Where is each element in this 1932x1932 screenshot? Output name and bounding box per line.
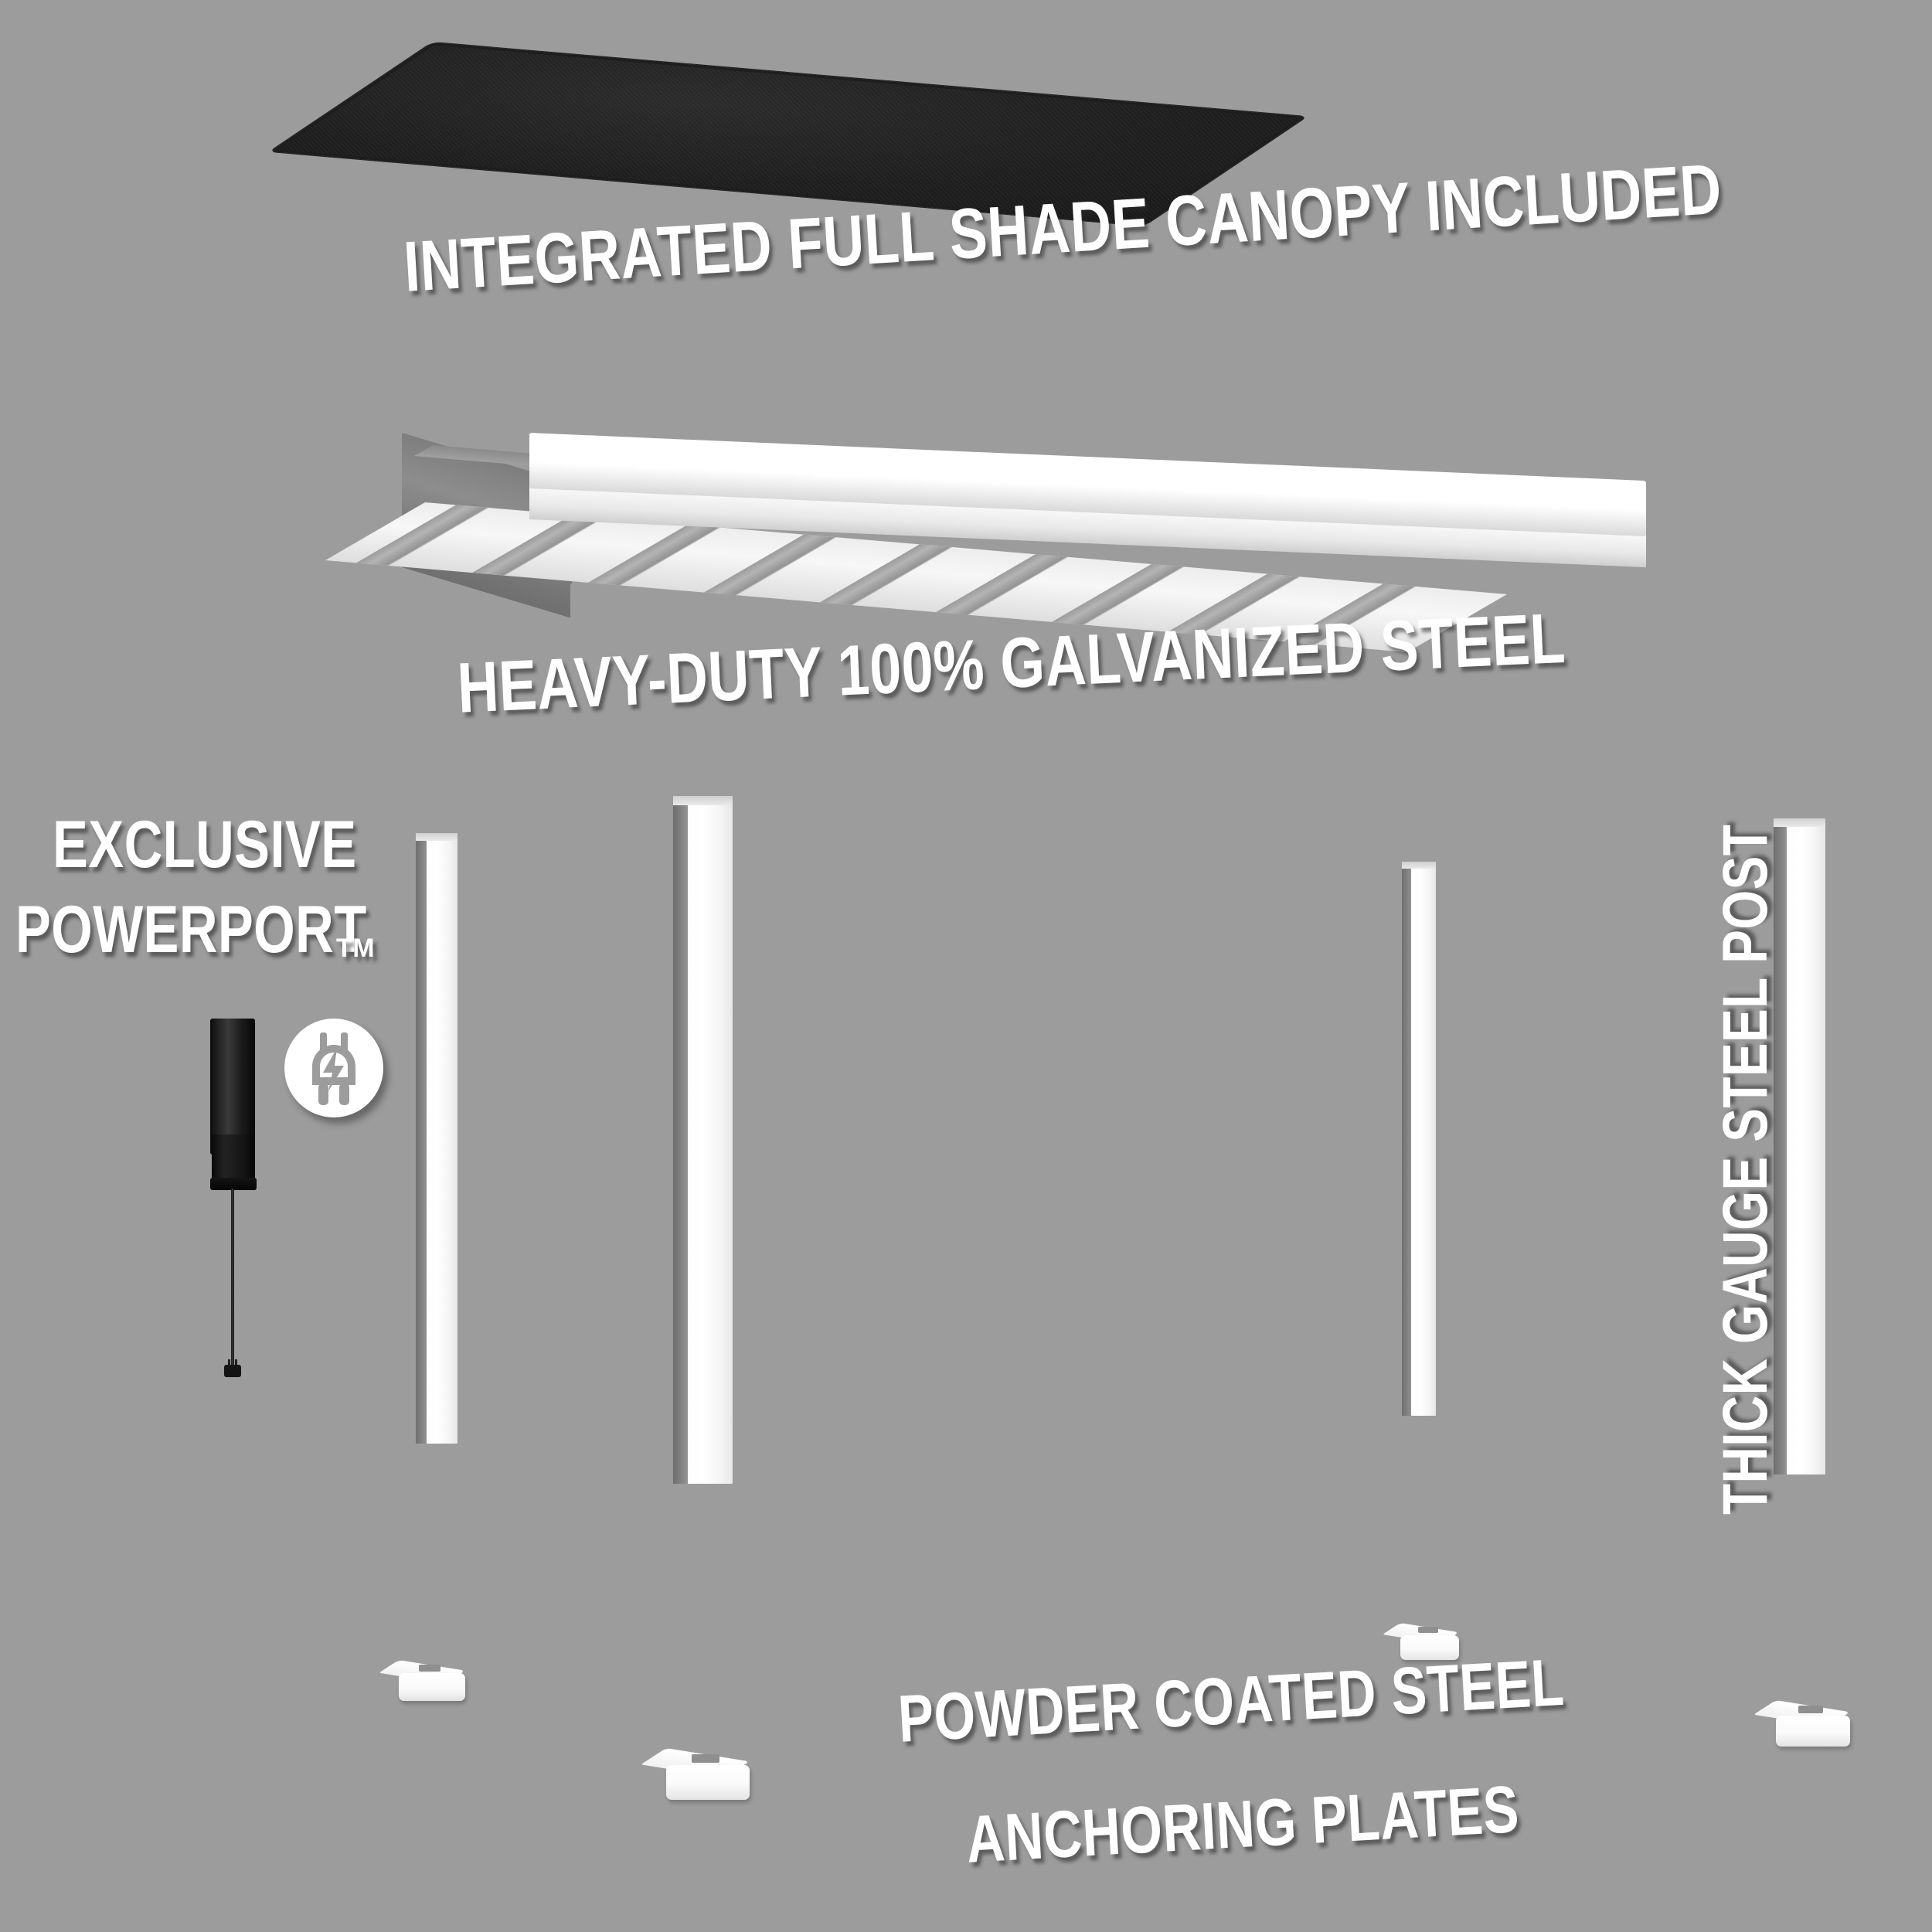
- post-side-face: [416, 839, 428, 1444]
- post-rear-right: [1402, 862, 1436, 1416]
- anchor-label-line2: ANCHORING PLATES: [964, 1772, 1522, 1877]
- post-front-face: [427, 839, 457, 1444]
- post-label: THICK GAUGE STEEL POST: [1710, 824, 1781, 1515]
- anchor-plate-rear-right: [1382, 1623, 1459, 1666]
- post-side-face: [1402, 867, 1413, 1416]
- powerport-label-line2: POWERPORT: [15, 893, 367, 967]
- powerport-cord: [231, 1189, 234, 1368]
- powerport-module: [210, 1019, 258, 1377]
- post-side-face: [1774, 825, 1788, 1475]
- roof-rafter: [704, 534, 836, 596]
- post-rear-left: [416, 833, 457, 1444]
- powerport-label-line1: EXCLUSIVE: [53, 808, 357, 882]
- powerport-base: [210, 1178, 257, 1190]
- post-top-cap: [1774, 818, 1825, 827]
- anchor-plate-body: [399, 1673, 465, 1702]
- post-front-face: [1787, 825, 1825, 1475]
- anchor-plate-front-right: [1753, 1700, 1850, 1754]
- powerport-body-lower: [212, 1134, 255, 1184]
- anchor-plate-slot: [692, 1754, 719, 1763]
- post-front-face: [1411, 867, 1436, 1416]
- post-top-cap: [1402, 862, 1436, 869]
- anchor-plate-body: [666, 1764, 750, 1801]
- roof-rafter: [356, 505, 488, 566]
- post-side-face: [673, 804, 689, 1484]
- roof-rafter: [472, 515, 604, 576]
- roof-rafter: [820, 544, 952, 605]
- anchor-plate-slot: [419, 1665, 440, 1672]
- anchor-plate-slot: [1418, 1627, 1438, 1633]
- power-plug-badge: [284, 1019, 383, 1117]
- roof-rafter: [936, 554, 1068, 615]
- roof-rafter: [1052, 563, 1184, 625]
- powerport-trademark: TM: [336, 934, 376, 963]
- roof-rafter: [588, 524, 720, 586]
- anchor-plate-front-left: [641, 1748, 750, 1808]
- post-front-face: [688, 804, 733, 1484]
- anchor-plate-slot: [1798, 1706, 1823, 1713]
- anchor-plate-rear-left: [379, 1660, 465, 1708]
- powerport-plug: [224, 1359, 241, 1377]
- post-front-right: [1774, 818, 1825, 1475]
- anchor-plate-body: [1400, 1634, 1459, 1661]
- anchor-label-line1: POWDER COATED STEEL: [896, 1645, 1566, 1757]
- power-plug-lightning-icon: [312, 1032, 355, 1105]
- powerport-body: [210, 1019, 255, 1155]
- post-top-cap: [673, 796, 733, 805]
- post-front-left: [673, 796, 733, 1484]
- anchor-plate-body: [1776, 1715, 1850, 1747]
- post-top-cap: [416, 833, 457, 841]
